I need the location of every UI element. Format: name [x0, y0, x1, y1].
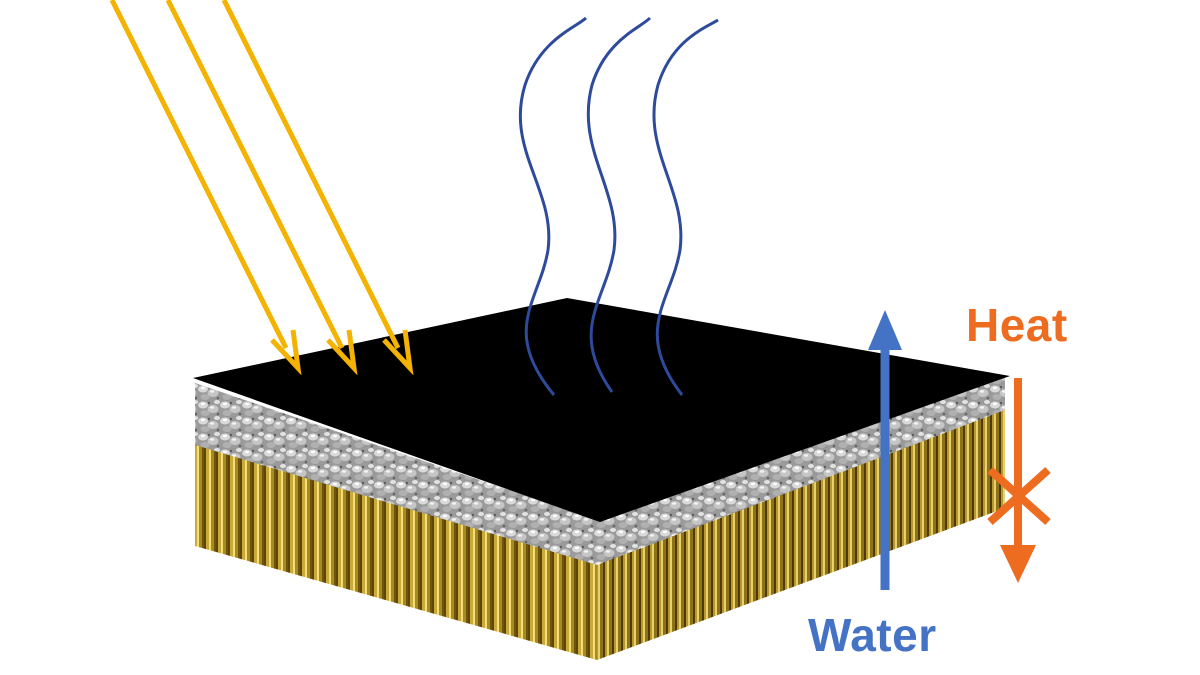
wavy-line-icon	[518, 16, 588, 396]
wick-layer	[195, 402, 1005, 660]
cross-icon	[987, 467, 1051, 525]
vapor-streams	[518, 16, 719, 396]
arrow-down-right-icon	[165, 0, 345, 350]
arrow-down-right-icon	[109, 0, 289, 350]
wavy-line-icon	[652, 18, 719, 396]
insulation-layer-side	[597, 378, 1005, 565]
sun-rays	[109, 0, 414, 376]
wick-layer-side	[597, 402, 1005, 660]
sun-ray	[109, 0, 302, 376]
water-flow-arrow	[868, 310, 902, 590]
arrow-down-right-icon	[221, 0, 401, 350]
wavy-line-icon	[586, 16, 652, 393]
water-label: Water	[808, 609, 937, 661]
heat-label: Heat	[966, 299, 1068, 351]
sun-ray	[165, 0, 358, 376]
wick-layer-front	[195, 440, 597, 660]
insulation-layer-front	[195, 383, 597, 565]
heat-flow-arrow	[987, 378, 1051, 583]
insulation-layer	[195, 378, 1005, 565]
sun-ray	[221, 0, 414, 376]
